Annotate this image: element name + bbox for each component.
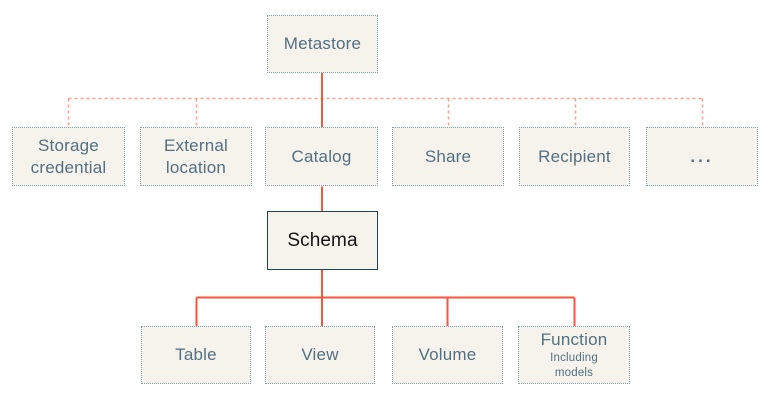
node-function: Function Including models	[518, 326, 630, 384]
node-storage-credential: Storage credential	[12, 127, 125, 186]
node-view: View	[265, 326, 375, 384]
node-ellipsis-label: ...	[690, 146, 714, 166]
node-storage-credential-label: Storage credential	[30, 136, 107, 177]
node-external-location-label: External location	[164, 136, 228, 177]
node-metastore-label: Metastore	[283, 34, 362, 54]
node-volume: Volume	[392, 326, 503, 384]
node-recipient: Recipient	[519, 127, 630, 186]
node-volume-label: Volume	[418, 345, 477, 365]
node-catalog-label: Catalog	[291, 146, 352, 166]
node-external-location: External location	[140, 127, 252, 186]
node-table-label: Table	[175, 345, 217, 365]
node-ellipsis: ...	[646, 127, 758, 186]
node-catalog: Catalog	[265, 127, 378, 186]
node-recipient-label: Recipient	[538, 146, 611, 166]
node-metastore: Metastore	[267, 15, 378, 73]
node-schema-label: Schema	[287, 229, 358, 251]
node-schema: Schema	[267, 211, 378, 270]
node-share-label: Share	[424, 146, 472, 166]
node-view-label: View	[301, 345, 339, 365]
node-table: Table	[141, 326, 251, 384]
node-function-label: Function	[540, 329, 608, 349]
node-share: Share	[392, 127, 504, 186]
node-function-sublabel: Including models	[550, 352, 598, 380]
